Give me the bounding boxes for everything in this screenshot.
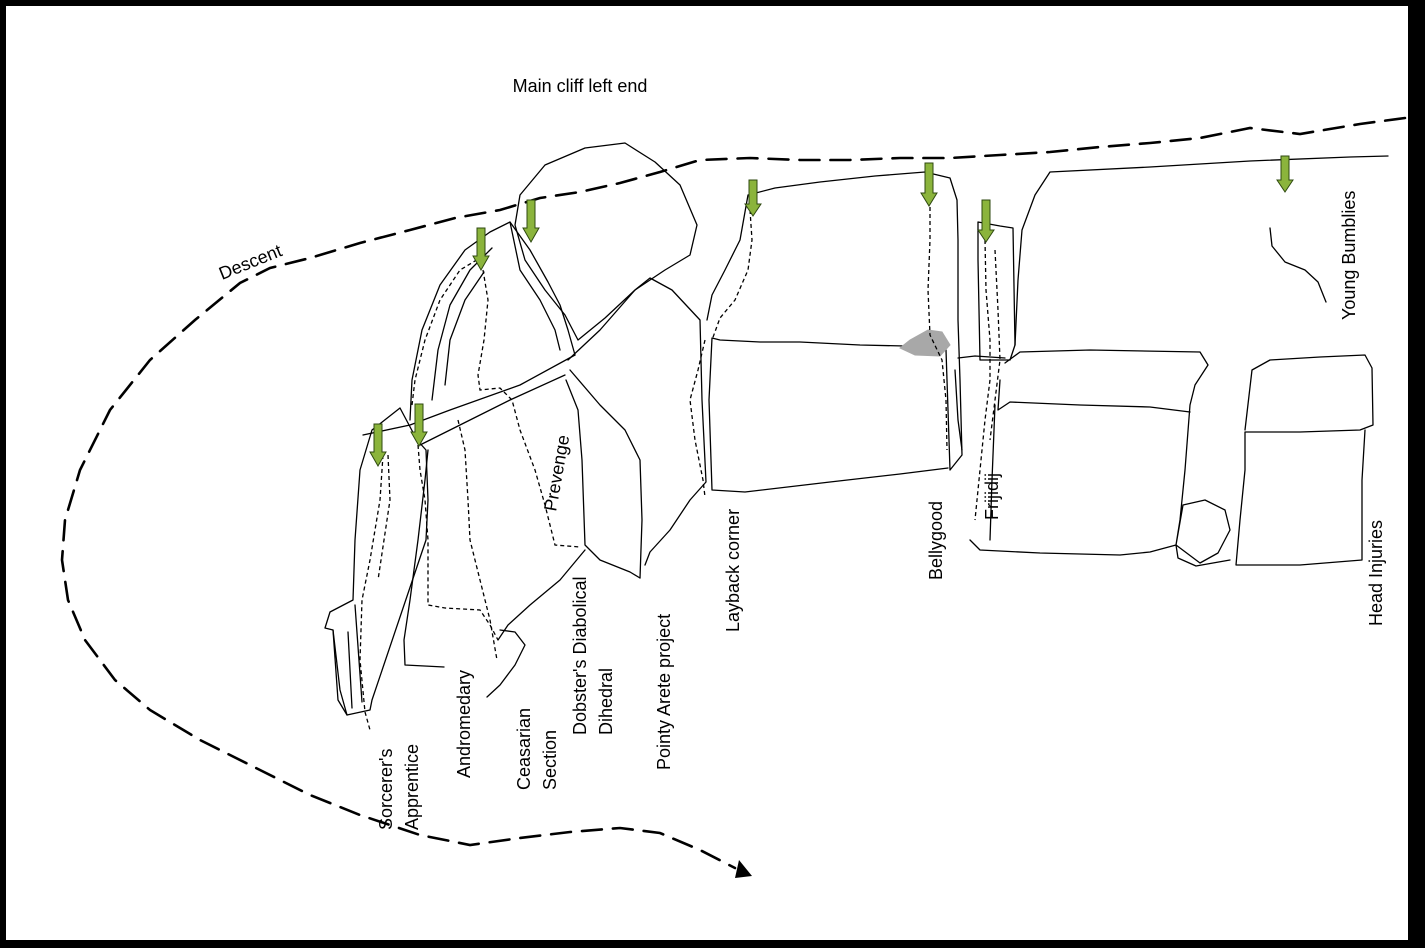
descent-line-upper xyxy=(60,116,1407,870)
rock-head-injuries-block xyxy=(1235,354,1374,566)
arrow-sorcerers-apprentice-icon xyxy=(369,423,387,468)
route-label-sorcerers-apprentice: Sorcerer's Apprentice xyxy=(376,744,422,830)
route-line-prevenge xyxy=(477,269,581,548)
rock-main-block xyxy=(706,171,963,493)
descent-arrowhead xyxy=(735,860,752,878)
rock-outlines xyxy=(324,142,1389,716)
route-line-sorcerers-apprentice xyxy=(359,454,384,731)
route-line-layback-corner xyxy=(711,209,753,341)
svg-text:Sorcerer's: Sorcerer's xyxy=(376,749,396,830)
route-label-frijidij: Frijidij xyxy=(982,473,1002,520)
route-lines xyxy=(359,200,1001,731)
svg-text:Dihedral: Dihedral xyxy=(596,668,616,735)
route-line-andromedary xyxy=(417,444,499,641)
rock-right-upper-wall xyxy=(1014,155,1389,346)
route-line-bellygood xyxy=(927,200,948,451)
rock-frijidij-column xyxy=(977,221,1016,361)
arrow-andromedary-icon xyxy=(410,403,428,448)
route-label-dobsters-diabolical-dihedral: Dobster's Diabolical Dihedral xyxy=(570,576,616,735)
svg-text:Apprentice: Apprentice xyxy=(402,744,422,830)
svg-text:Dobster's Diabolical: Dobster's Diabolical xyxy=(570,576,590,735)
svg-text:Ceasarian: Ceasarian xyxy=(514,708,534,790)
route-label-layback-corner: Layback corner xyxy=(723,509,743,632)
route-label-pointy-arete-project: Pointy Arete project xyxy=(654,614,674,770)
rock-lower-right-block xyxy=(969,349,1231,564)
drawing-area xyxy=(6,6,1408,940)
arrow-young-bumblies-icon xyxy=(1276,155,1294,193)
route-arrows xyxy=(369,155,1294,468)
route-label-head-injuries: Head Injuries xyxy=(1366,520,1386,626)
rock-tall-buttress xyxy=(409,221,576,421)
diagram-title: Main cliff left end xyxy=(513,76,648,96)
rock-top-block xyxy=(514,142,698,341)
arrow-left-arete-icon xyxy=(472,227,490,272)
rock-left-pillar xyxy=(324,407,429,716)
route-line-frijidij xyxy=(974,239,991,521)
rock-diagonal-face xyxy=(567,277,707,566)
route-label-ceasarian-section: Ceasarian Section xyxy=(514,708,560,790)
route-label-andromedary: Andromedary xyxy=(454,670,474,778)
labels: Main cliff left end Descent Sorcerer's A… xyxy=(216,76,1386,830)
arrow-prevenge-icon xyxy=(522,199,540,244)
arrow-layback-corner-icon xyxy=(744,179,762,217)
route-label-bellygood: Bellygood xyxy=(926,501,946,580)
arrow-bellygood-icon xyxy=(920,162,938,207)
rock-andromedary-wall xyxy=(403,449,445,668)
route-label-young-bumblies: Young Bumblies xyxy=(1339,191,1359,320)
route-line-left-arete xyxy=(411,257,481,406)
descent-path xyxy=(60,116,1407,878)
arrow-frijidij-icon xyxy=(977,199,995,243)
svg-text:Section: Section xyxy=(540,730,560,790)
chockstone xyxy=(899,329,951,357)
